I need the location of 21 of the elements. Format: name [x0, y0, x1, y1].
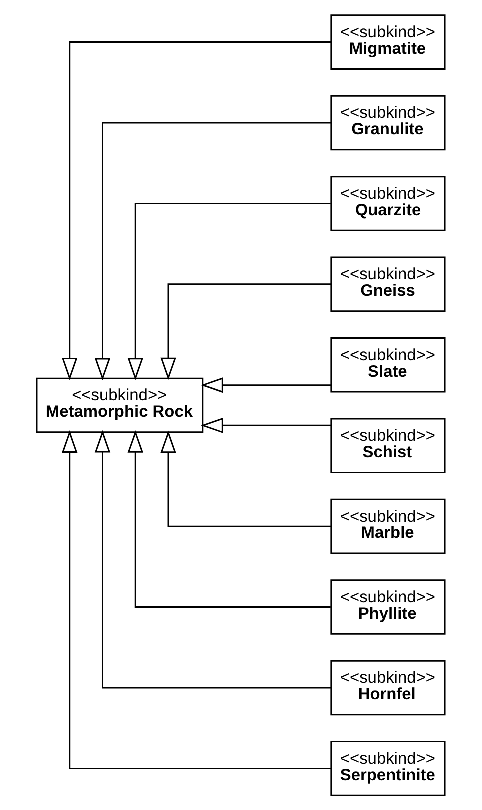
arrow: [160, 283, 332, 380]
node-box: <<subkind>> Metamorphic Rock: [36, 377, 204, 433]
node-box: <<subkind>> Marble: [330, 498, 446, 554]
node-box: <<subkind>> Granulite: [330, 94, 446, 150]
arrow: [62, 430, 332, 769]
node-box: <<subkind>> Quarzite: [330, 176, 446, 231]
arrow: [94, 430, 332, 688]
arrow: [128, 430, 331, 608]
arrow: [128, 202, 331, 380]
node-box: <<subkind>> Gneiss: [330, 256, 446, 312]
node-box: <<subkind>> Phyllite: [330, 579, 446, 634]
arrow: [94, 122, 332, 380]
node-box: <<subkind>> Hornfel: [330, 660, 446, 716]
node-box: <<subkind>> Slate: [330, 337, 446, 392]
node-box: <<subkind>> Serpentinite: [330, 740, 446, 796]
arrow: [200, 376, 332, 393]
node-box: <<subkind>> Schist: [330, 418, 446, 473]
arrow: [62, 41, 332, 380]
arrow: [200, 417, 332, 434]
arrow: [160, 430, 332, 527]
node-box: <<subkind>> Migmatite: [330, 14, 446, 70]
